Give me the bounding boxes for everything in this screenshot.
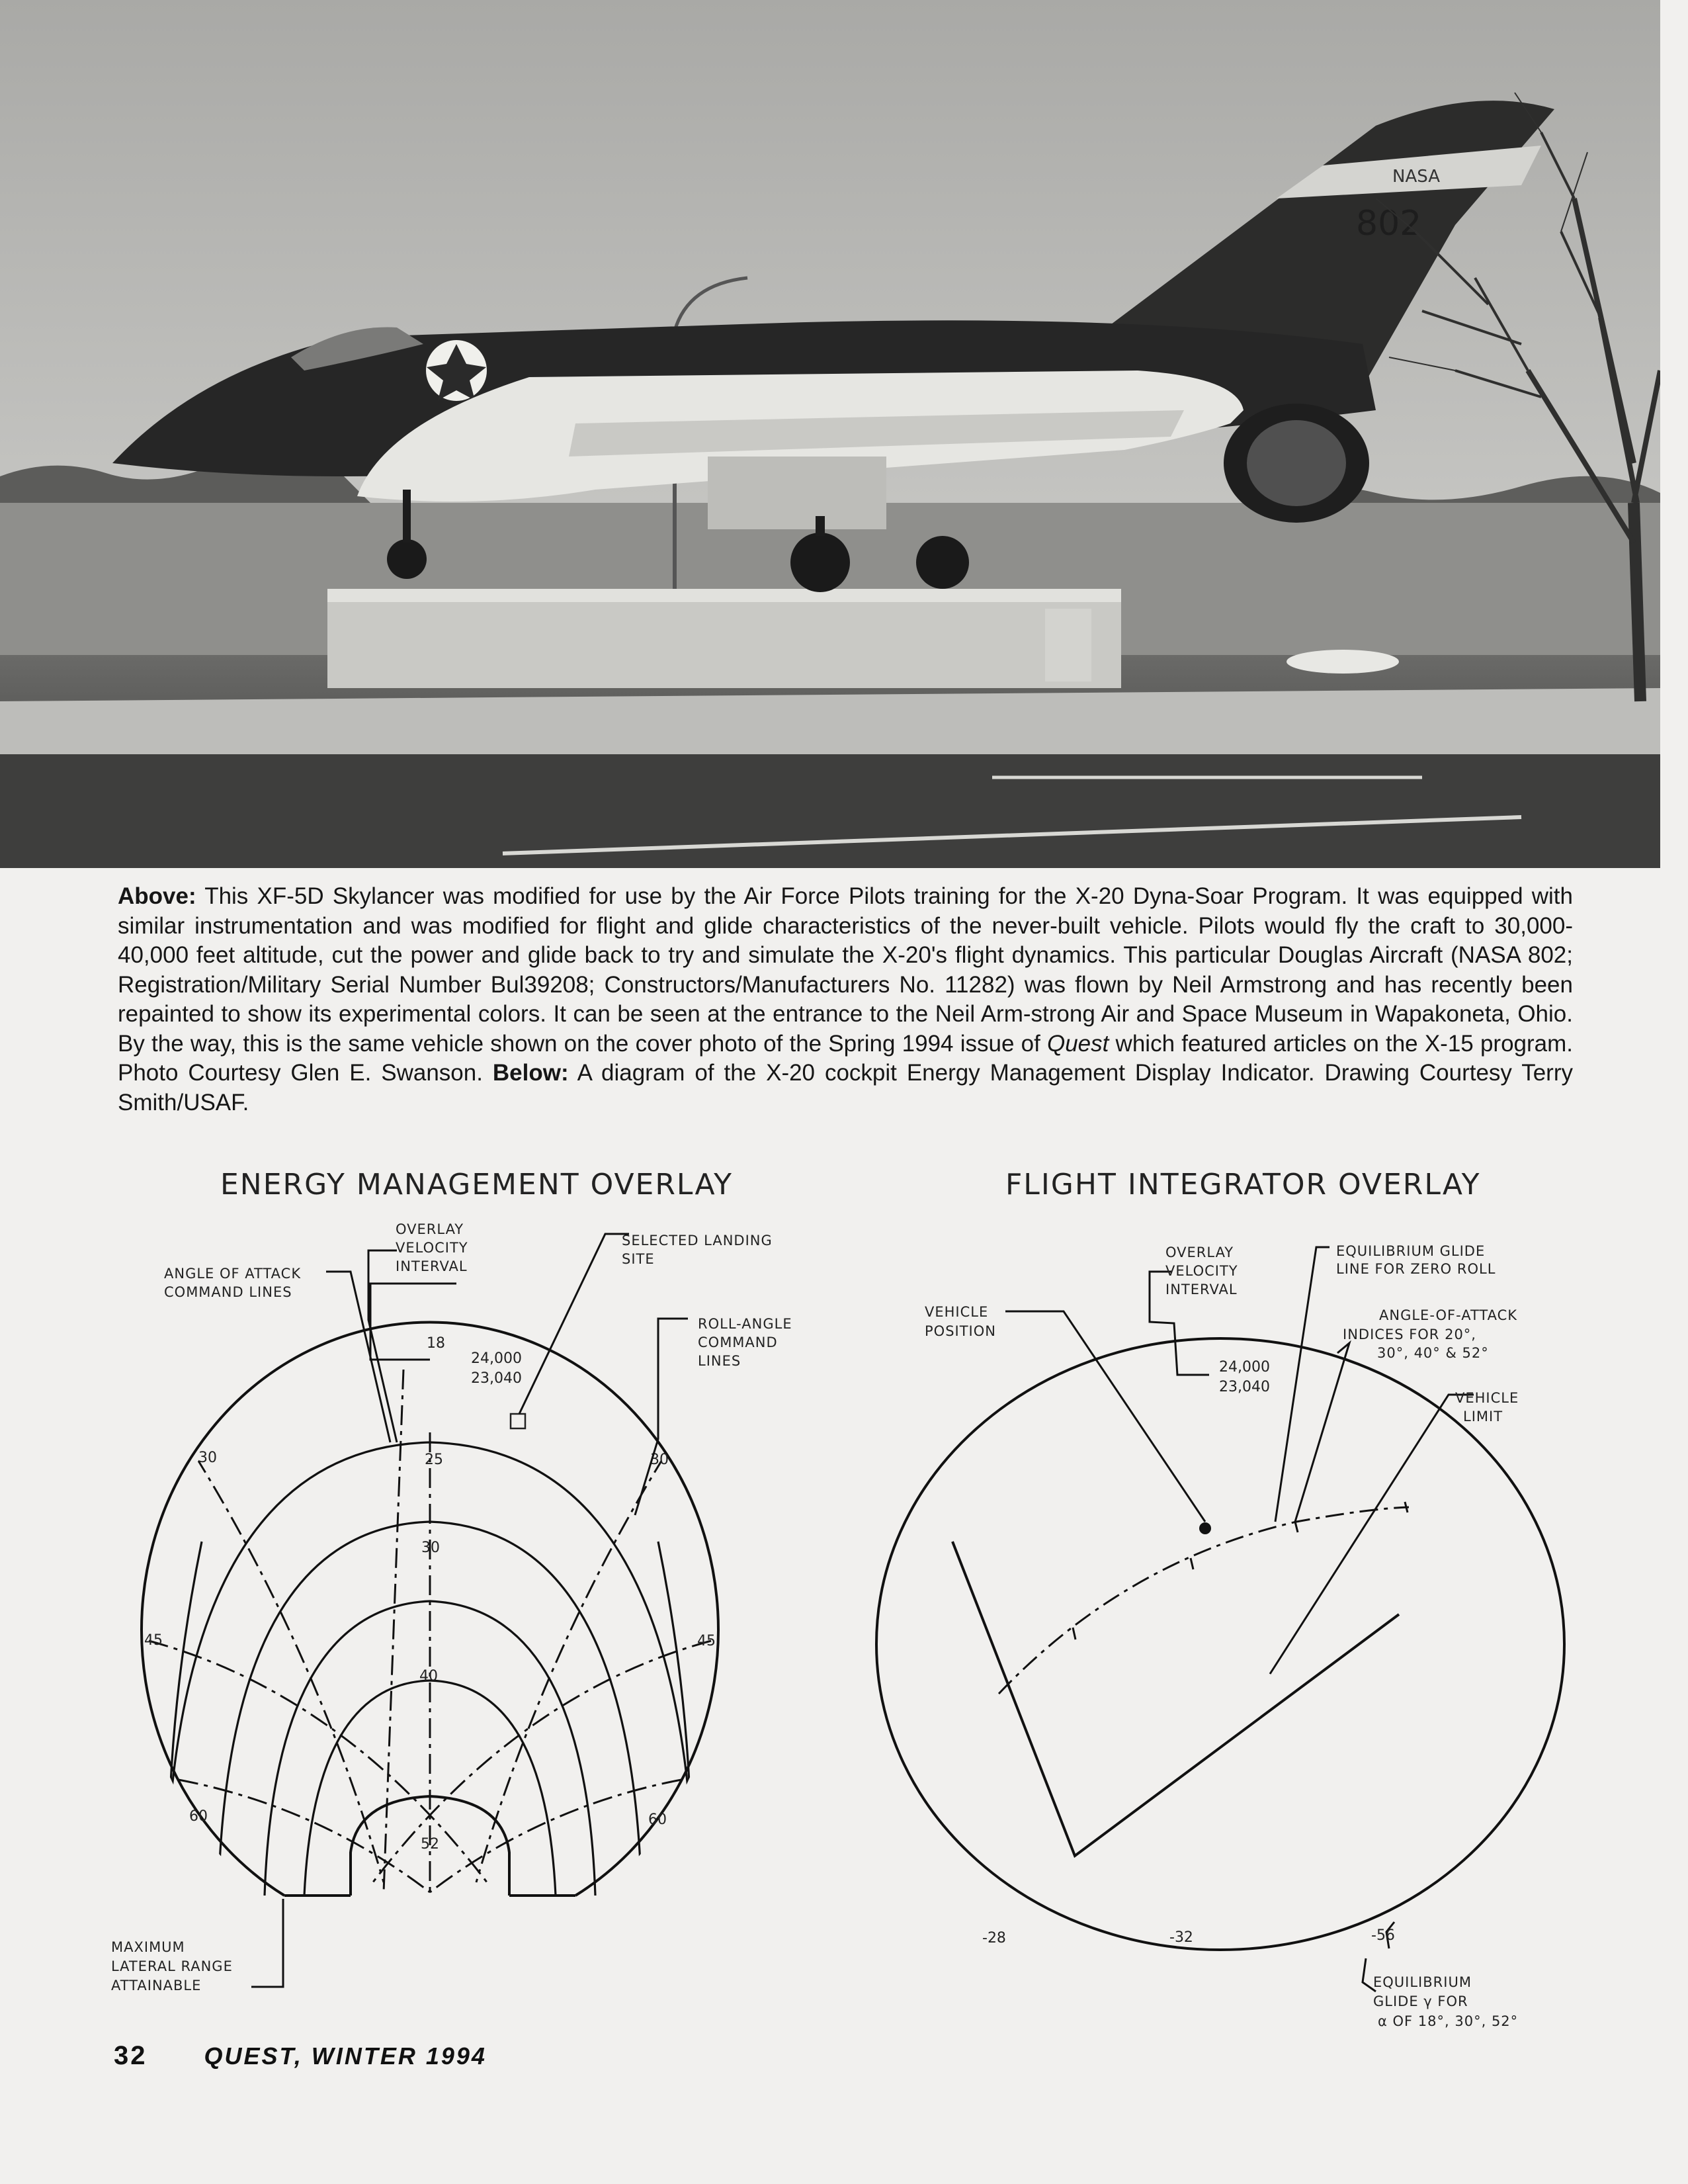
energy-tick-left-30: 30 [198,1450,217,1466]
flight-scale-1: -28 [982,1930,1006,1946]
caption-above-label: Above: [118,883,196,909]
flight-label-indices-3: 30°, 40° & 52° [1377,1345,1489,1361]
flight-readout-v1: 24,000 [1219,1359,1270,1376]
energy-label-landing-1: SELECTED LANDING [622,1233,773,1248]
energy-tick-right-45: 45 [697,1633,716,1649]
caption-text-2: which featured articles on the X-15 prog… [118,1030,1573,1086]
flight-label-glide-3: α OF 18°, 30°, 52° [1378,2013,1518,2029]
flight-label-indices-2: INDICES FOR 20°, [1343,1327,1476,1342]
flight-scale-3: -56 [1371,1927,1395,1944]
energy-tick-left-60: 60 [189,1808,208,1825]
energy-label-aoa-1: ANGLE OF ATTACK [164,1266,301,1282]
energy-label-overlay-2: VELOCITY [396,1240,468,1256]
publication-line: QUEST, WINTER 1994 [204,2042,487,2070]
flight-label-position-2: POSITION [925,1323,996,1339]
caption-text-3: A diagram of the X-20 cockpit Energy Man… [118,1060,1573,1115]
vehicle-position-dot [1199,1522,1211,1534]
energy-tick-right-30: 30 [650,1452,669,1468]
vehicle-limit-line [951,1541,1400,1858]
energy-label-maxrange-1: MAXIMUM [111,1939,185,1955]
flight-label-overlay-1: OVERLAY [1165,1245,1234,1260]
flight-scale-2: -32 [1169,1929,1193,1946]
flight-label-glide-2: GLIDE γ FOR [1373,1993,1468,2009]
energy-label-maxrange-3: ATTAINABLE [111,1978,201,1993]
energy-label-overlay-3: INTERVAL [396,1258,468,1274]
flight-label-indices-1: ANGLE-OF-ATTACK [1379,1307,1517,1323]
flight-label-equilibrium-zero-2: LINE FOR ZERO ROLL [1336,1261,1496,1277]
energy-label-roll-2: COMMAND [698,1334,778,1350]
energy-tick-52: 52 [421,1836,439,1853]
aircraft-photo: NASA 802 [0,0,1660,868]
page-footer: 32 QUEST, WINTER 1994 [114,2041,487,2071]
photo-caption: Above: This XF-5D Skylancer was modified… [118,882,1573,1117]
flight-readout-v2: 23,040 [1219,1379,1270,1395]
energy-label-roll-3: LINES [698,1353,741,1369]
caption-below-label: Below: [492,1060,569,1086]
glide-path-line [997,1506,1410,1695]
energy-label-overlay-1: OVERLAY [396,1221,464,1237]
tail-number: 802 [1356,204,1421,243]
page-number: 32 [114,2041,148,2070]
flight-label-position-1: VEHICLE [925,1304,988,1320]
energy-overlay-title: ENERGY MANAGEMENT OVERLAY [220,1168,734,1201]
flight-label-limit-1: VEHICLE [1455,1390,1519,1406]
energy-tick-left-45: 45 [144,1632,163,1649]
energy-label-landing-2: SITE [622,1251,655,1267]
tail-marking: NASA [1392,167,1440,187]
energy-overlay-diagram: 25 30 40 52 30 30 45 45 60 60 18 24,000 … [111,1221,792,1993]
flight-label-glide-1: EQUILIBRIUM [1373,1974,1472,1990]
flight-label-equilibrium-zero-1: EQUILIBRIUM GLIDE [1336,1243,1485,1259]
energy-tick-40: 40 [419,1668,438,1684]
caption-quest: Quest [1046,1030,1109,1057]
flight-overlay-dial [875,1337,1566,1951]
energy-label-maxrange-2: LATERAL RANGE [111,1958,233,1974]
energy-tick-25: 25 [425,1452,443,1468]
flight-label-limit-2: LIMIT [1463,1409,1503,1424]
landing-site-marker [509,1413,527,1430]
flight-overlay-diagram: 24,000 23,040 -28 -32 -56 OVERLAY VELOCI… [875,1243,1566,2029]
caption-text-1: This XF-5D Skylancer was modified for us… [118,883,1573,1057]
energy-readout-v1: 24,000 [471,1350,522,1367]
energy-tick-right-60: 60 [648,1812,667,1828]
energy-label-aoa-2: COMMAND LINES [164,1284,292,1300]
flight-overlay-title: FLIGHT INTEGRATOR OVERLAY [1005,1168,1481,1201]
flight-label-overlay-2: VELOCITY [1165,1263,1238,1279]
flight-label-overlay-3: INTERVAL [1165,1282,1238,1297]
energy-readout-v2: 23,040 [471,1370,522,1387]
energy-tick-30: 30 [421,1540,440,1556]
energy-readout-top: 18 [427,1335,445,1352]
energy-overlay-dial [140,1321,720,1897]
energy-label-roll-1: ROLL-ANGLE [698,1316,792,1332]
